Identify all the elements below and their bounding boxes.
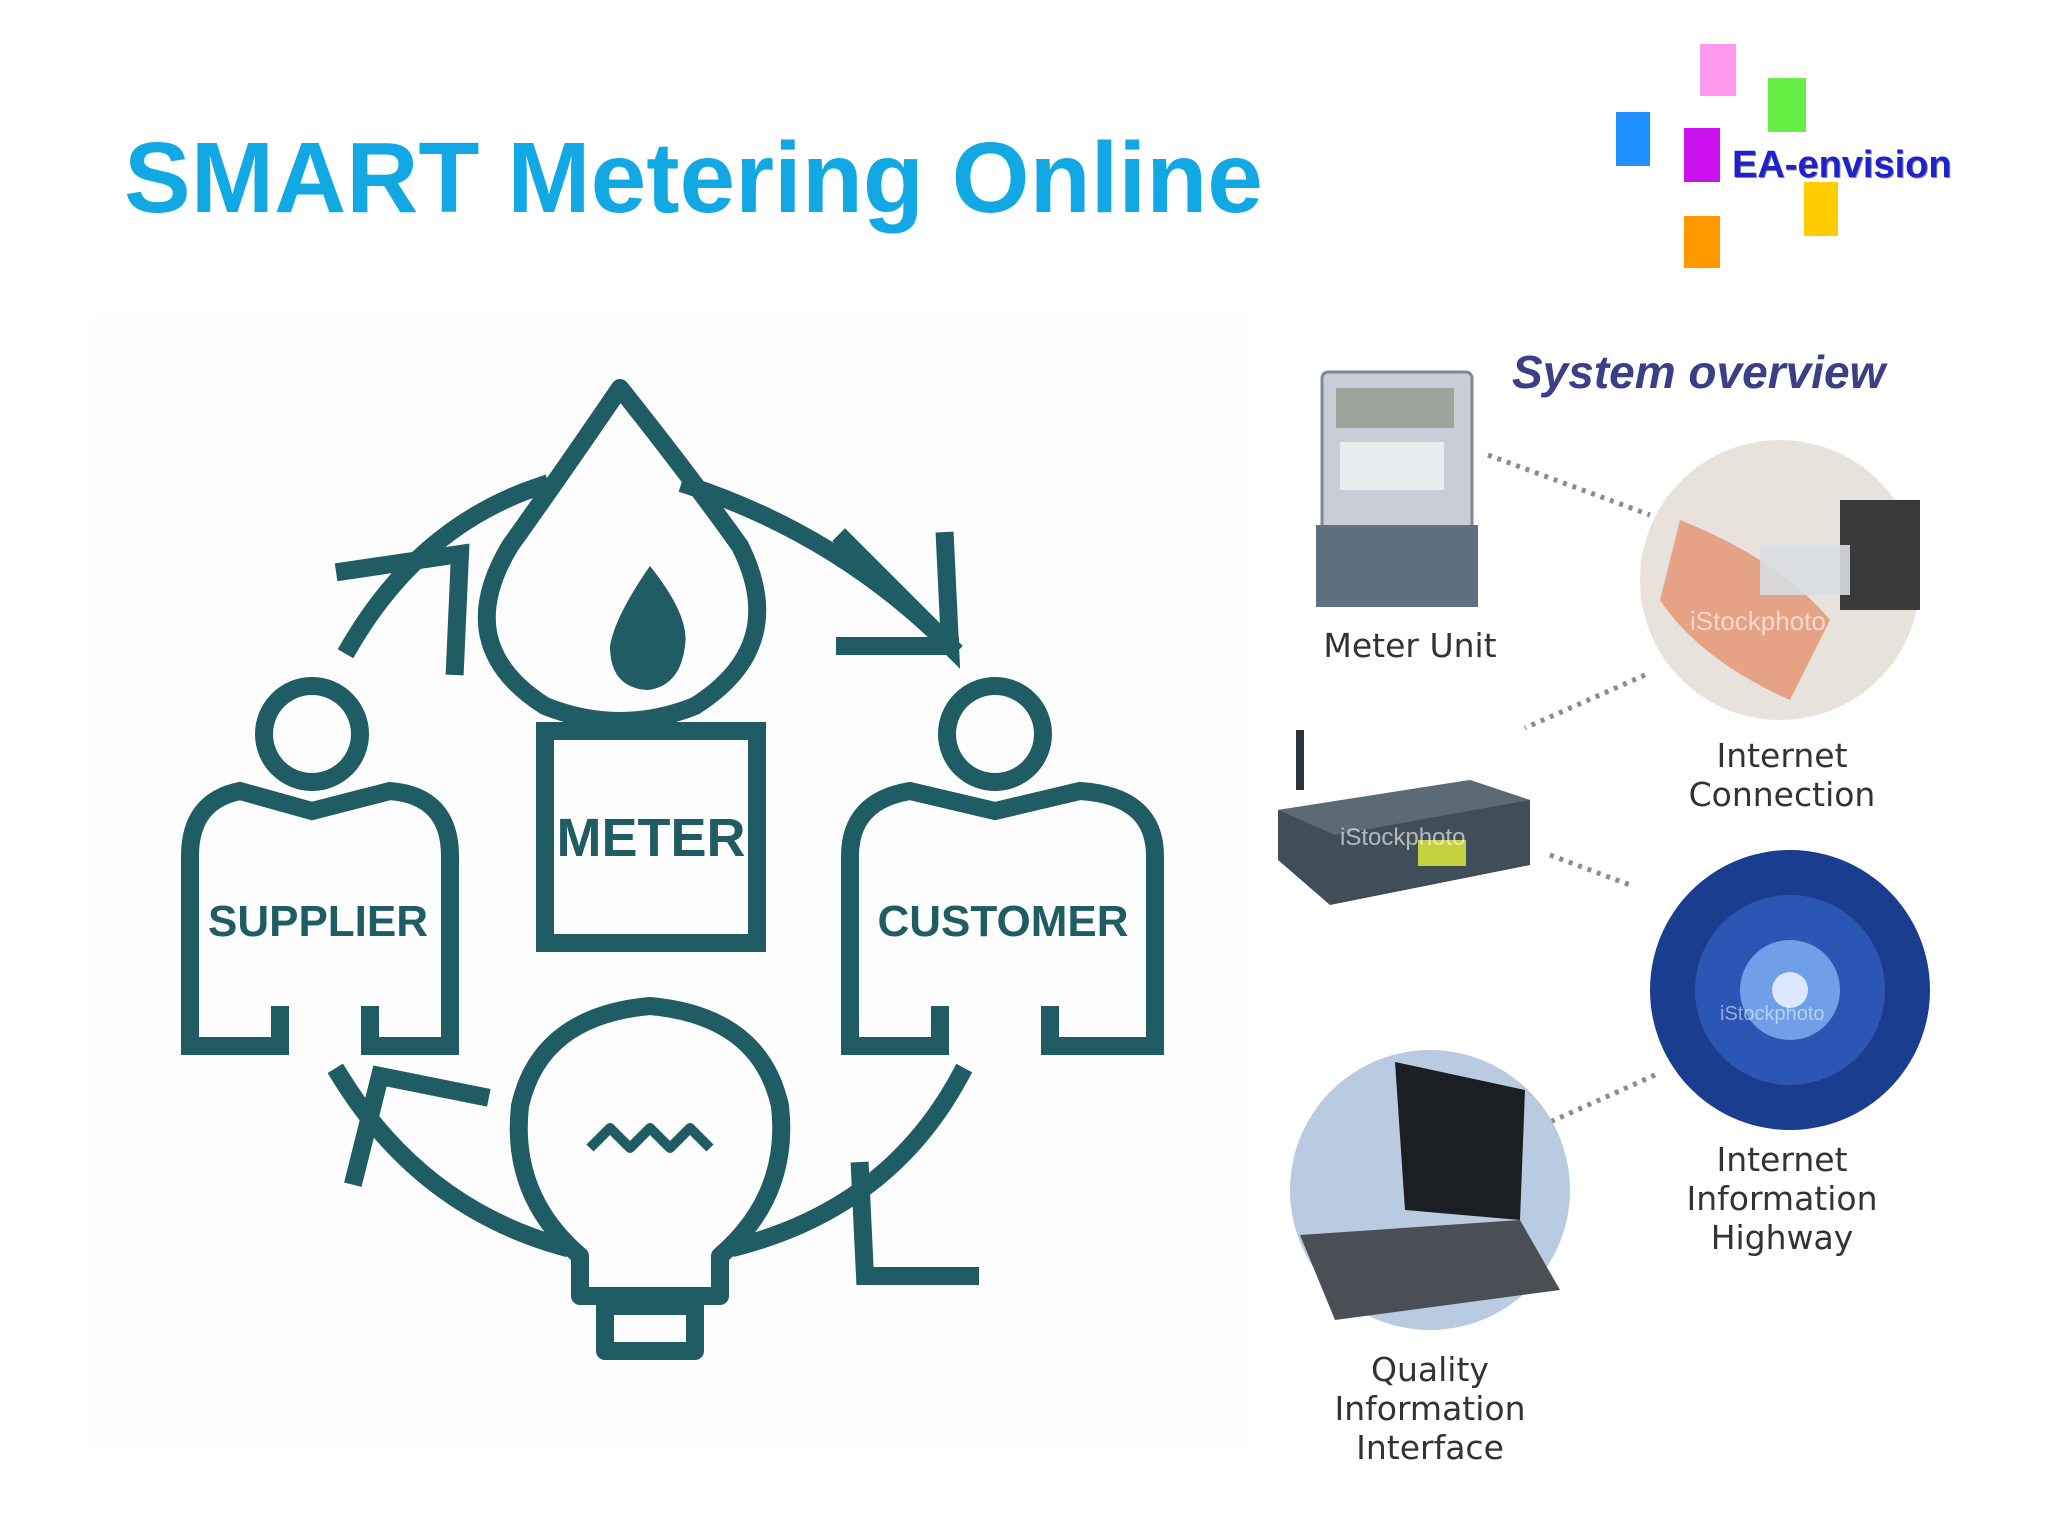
information-interface-label: Quality Information Interface bbox=[1334, 1350, 1526, 1467]
logo-square-green bbox=[1768, 78, 1806, 132]
connector-highway-interface bbox=[1548, 1072, 1657, 1125]
information-interface-photo bbox=[1290, 1050, 1570, 1330]
flame-icon bbox=[477, 379, 767, 730]
meter-unit-device bbox=[1316, 370, 1478, 607]
router-device bbox=[1278, 730, 1530, 905]
customer-person-icon bbox=[841, 677, 1164, 1055]
internet-connection-label: Internet Connection bbox=[1688, 736, 1876, 814]
information-highway-label: Internet Information Highway bbox=[1686, 1140, 1878, 1257]
connector-meter-internet bbox=[1487, 452, 1651, 518]
system-overview-title: System overview bbox=[1512, 346, 1886, 398]
cycle-arc-bottom-left bbox=[327, 1063, 572, 1258]
watermark-text: iStockphoto bbox=[1340, 824, 1465, 851]
meter-label: METER bbox=[557, 808, 746, 868]
internet-connection-photo bbox=[1640, 440, 1920, 720]
logo-text: EA-envision bbox=[1732, 144, 1952, 186]
cycle-arc-bottom-right bbox=[728, 1063, 973, 1258]
ea-envision-logo: EA-envision bbox=[1600, 36, 2000, 276]
supplier-label: SUPPLIER bbox=[208, 897, 428, 946]
meter-cycle-diagram: SUPPLIER METER CUSTOMER bbox=[90, 316, 1250, 1446]
system-overview-diagram: iStockphoto iStockphoto iStockphoto bbox=[1278, 370, 1930, 1330]
logo-square-orange bbox=[1684, 216, 1720, 268]
logo-square-yellow bbox=[1804, 182, 1838, 236]
arrow-head-top-left bbox=[334, 543, 470, 676]
logo-square-blue bbox=[1616, 112, 1650, 166]
watermark-text: iStockphoto bbox=[1720, 1003, 1825, 1025]
watermark-text: iStockphoto bbox=[1690, 606, 1826, 636]
connector-router-highway bbox=[1549, 852, 1631, 888]
connector-internet-router bbox=[1523, 672, 1647, 731]
meter-box bbox=[536, 722, 766, 952]
bulb-icon bbox=[509, 997, 791, 1360]
meter-unit-label: Meter Unit bbox=[1323, 626, 1497, 665]
logo-square-purple bbox=[1684, 128, 1720, 182]
cycle-arc-top-left bbox=[337, 474, 552, 659]
information-highway-photo bbox=[1650, 850, 1930, 1130]
slide-title: SMART Metering Online bbox=[124, 122, 1263, 234]
arrow-head-bottom-left bbox=[344, 1065, 491, 1187]
customer-label: CUSTOMER bbox=[878, 897, 1129, 946]
flame-drop-icon bbox=[610, 566, 686, 690]
logo-square-pink bbox=[1700, 44, 1736, 96]
arrow-head-bottom-right bbox=[850, 1161, 979, 1285]
supplier-person-icon bbox=[181, 677, 459, 1055]
